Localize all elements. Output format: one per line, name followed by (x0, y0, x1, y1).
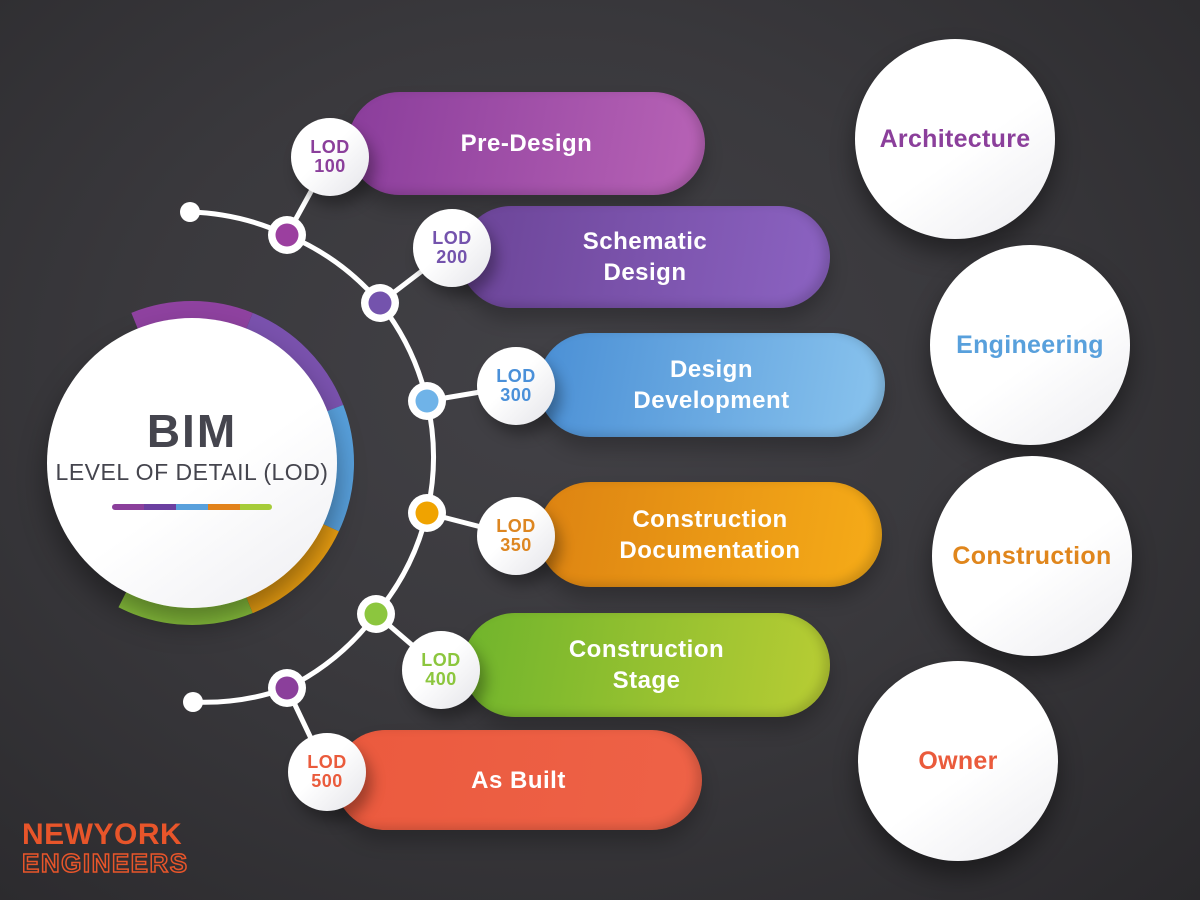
underline-segment-violet (144, 504, 176, 510)
discipline-label: Owner (918, 746, 998, 775)
logo-line-engineers: ENGINEERS (21, 848, 189, 878)
hero-circle: BIM LEVEL OF DETAIL (LOD) (47, 318, 337, 608)
stage-label: Pre-Design (460, 130, 593, 157)
lod-badge-500: LOD 500 (288, 733, 366, 811)
lod-badge-prefix: LOD (310, 137, 350, 157)
timeline-path (189, 209, 436, 705)
arc-segment-blue (320, 404, 354, 532)
discipline-circle-architecture: Architecture (855, 39, 1055, 239)
lod-badge-prefix: LOD (432, 228, 472, 248)
stage-pill-design-development: Design Development (538, 333, 885, 437)
lod-badge-number: 500 (311, 771, 343, 791)
stage-label: Construction Documentation (619, 505, 801, 564)
underline-segment-green (240, 504, 272, 510)
stage-label: Construction Stage (568, 636, 725, 694)
lod-badge-200: LOD 200 (413, 209, 491, 287)
stage-label: As Built (471, 766, 566, 794)
hero-subtitle: LEVEL OF DETAIL (LOD) (55, 459, 329, 485)
stage-pill-construction-stage: Construction Stage (463, 613, 830, 717)
stage-pill-pre-design: Pre-Design (348, 92, 705, 195)
lod-badge-prefix: LOD (496, 366, 536, 386)
node-core-4 (415, 501, 439, 525)
stage-pill-schematic-design: Schematic Design (460, 206, 830, 308)
lod-badge-300: LOD 300 (477, 347, 555, 425)
underline-segment-purple (112, 504, 144, 510)
node-core-6 (275, 676, 299, 700)
discipline-label: Engineering (956, 330, 1104, 359)
lod-badge-number: 200 (436, 247, 468, 267)
underline-segment-blue (176, 504, 208, 510)
timeline-nodes (268, 216, 446, 707)
stage-pill-as-built: As Built (335, 730, 702, 830)
underline-segment-orange (208, 504, 240, 510)
hero-arc-ring (118, 301, 354, 625)
lod-badge-prefix: LOD (307, 752, 347, 772)
lod-badge-number: 100 (314, 156, 346, 176)
node-core-2 (368, 291, 392, 315)
hero-title: BIM (146, 405, 238, 457)
stage-label: Design Development (633, 356, 790, 414)
discipline-circle-engineering: Engineering (930, 245, 1130, 445)
node-core-5 (364, 602, 388, 626)
lod-badge-number: 300 (500, 385, 532, 405)
discipline-circle-construction: Construction (932, 456, 1132, 656)
node-core-1 (275, 223, 299, 247)
discipline-circle-owner: Owner (858, 661, 1058, 861)
lod-badge-number: 400 (425, 669, 457, 689)
lod-badge-400: LOD 400 (402, 631, 480, 709)
stage-label: Schematic Design (582, 228, 708, 286)
timeline-end-dot (183, 692, 203, 712)
arc-segment-green (118, 589, 253, 625)
lod-badge-prefix: LOD (496, 516, 536, 536)
stage-pill-construction-documentation: Construction Documentation (538, 482, 882, 587)
discipline-label: Construction (952, 541, 1112, 570)
brand-logo: NEWYORK ENGINEERS (21, 818, 189, 878)
arc-segment-purple (131, 301, 253, 332)
lod-badge-number: 350 (500, 535, 532, 555)
arc-segment-violet (244, 312, 344, 413)
discipline-label: Architecture (879, 124, 1031, 153)
lod-badge-100: LOD 100 (291, 118, 369, 196)
lod-badge-350: LOD 350 (477, 497, 555, 575)
hero-underline (112, 504, 272, 510)
node-core-3 (415, 389, 439, 413)
lod-badge-prefix: LOD (421, 650, 461, 670)
arc-segment-orange (244, 522, 339, 614)
logo-line-newyork: NEWYORK (22, 818, 183, 851)
timeline-start-dot (180, 202, 200, 222)
